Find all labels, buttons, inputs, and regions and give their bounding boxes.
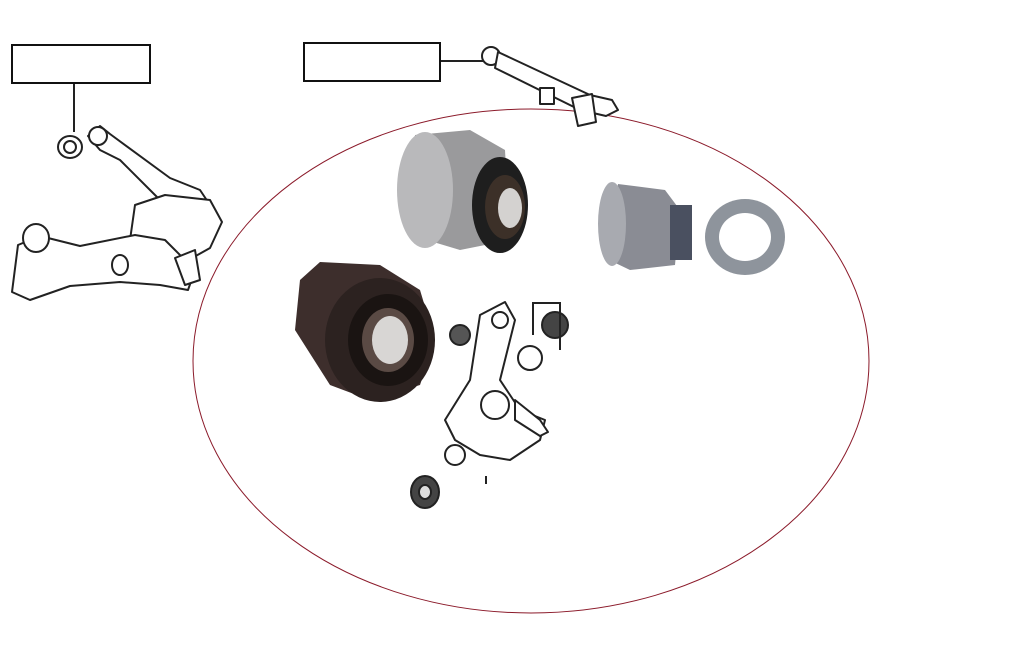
lower-control-arm-drawing	[11, 125, 223, 301]
top-part-label-box	[303, 42, 441, 82]
trailing-arm-drawing	[481, 46, 619, 127]
left-part-label-box	[11, 44, 151, 84]
knuckle-bracket	[532, 302, 561, 350]
highlight-ellipse	[192, 108, 870, 614]
bushing-grey-top	[397, 130, 528, 253]
knuckle-drawing	[410, 301, 569, 509]
bushing-large-dark	[295, 262, 435, 402]
bushing-grey-with-seal	[598, 182, 785, 275]
